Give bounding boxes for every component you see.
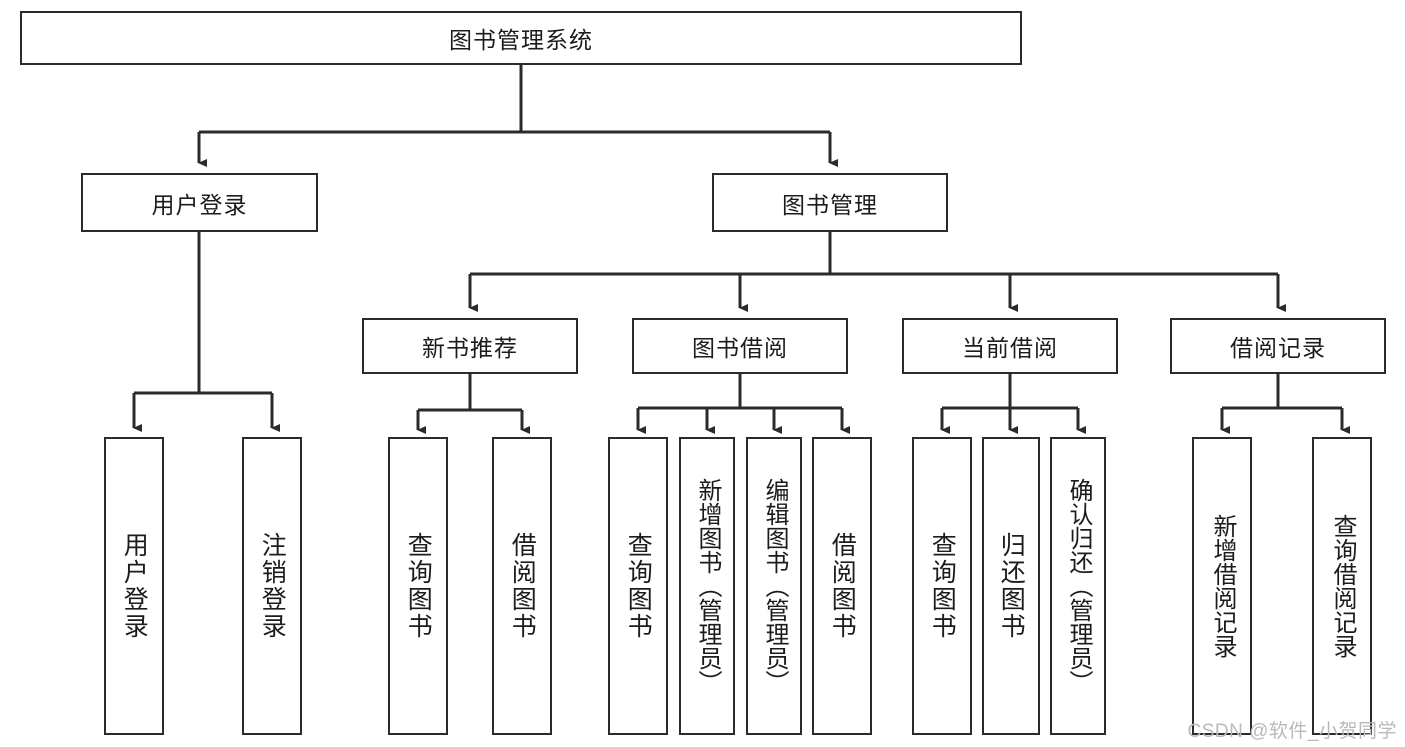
node-label: 借阅图书 [828, 532, 857, 640]
node-label: 借阅记录 [1230, 335, 1326, 361]
node-current-borrow[interactable]: 当前借阅 [902, 318, 1118, 374]
node-label: 查询图书 [404, 532, 433, 640]
leaf-query-borrow-record[interactable]: 查询借阅记录 [1312, 437, 1372, 735]
leaf-query-book-recommend[interactable]: 查询图书 [388, 437, 448, 735]
node-book-management[interactable]: 图书管理 [712, 173, 948, 232]
node-root-book-management-system[interactable]: 图书管理系统 [20, 11, 1022, 65]
leaf-user-login[interactable]: 用户登录 [104, 437, 164, 735]
node-label: 确认归还（管理员） [1065, 478, 1092, 694]
leaf-logout-login[interactable]: 注销登录 [242, 437, 302, 735]
leaf-confirm-return-admin[interactable]: 确认归还（管理员） [1050, 437, 1106, 735]
node-label: 当前借阅 [962, 335, 1058, 361]
watermark: CSDN @软件_小贺同学 [1187, 721, 1397, 742]
node-label: 借阅图书 [508, 532, 537, 640]
node-label: 新增借阅记录 [1209, 514, 1236, 658]
node-book-borrow[interactable]: 图书借阅 [632, 318, 848, 374]
node-label: 用户登录 [151, 191, 248, 218]
leaf-borrow-book-borrow[interactable]: 借阅图书 [812, 437, 872, 735]
node-label: 编辑图书（管理员） [761, 478, 788, 694]
leaf-add-book-admin[interactable]: 新增图书（管理员） [679, 437, 735, 735]
leaf-return-book[interactable]: 归还图书 [982, 437, 1040, 735]
node-label: 查询图书 [928, 532, 957, 640]
leaf-query-book-borrow[interactable]: 查询图书 [608, 437, 668, 735]
node-label: 图书借阅 [692, 335, 788, 361]
node-label: 查询图书 [624, 532, 653, 640]
node-user-login[interactable]: 用户登录 [81, 173, 318, 232]
node-label: 查询借阅记录 [1329, 514, 1356, 658]
leaf-add-borrow-record[interactable]: 新增借阅记录 [1192, 437, 1252, 735]
node-label: 注销登录 [258, 532, 287, 640]
leaf-borrow-book-recommend[interactable]: 借阅图书 [492, 437, 552, 735]
node-borrow-record[interactable]: 借阅记录 [1170, 318, 1386, 374]
leaf-query-book-current[interactable]: 查询图书 [912, 437, 972, 735]
leaf-edit-book-admin[interactable]: 编辑图书（管理员） [746, 437, 802, 735]
node-label: 归还图书 [997, 532, 1026, 640]
node-label: 新书推荐 [422, 335, 518, 361]
node-new-book-recommend[interactable]: 新书推荐 [362, 318, 578, 374]
node-label: 图书管理系统 [449, 27, 593, 53]
node-label: 图书管理 [782, 191, 878, 218]
node-label: 新增图书（管理员） [694, 478, 721, 694]
node-label: 用户登录 [120, 532, 149, 640]
